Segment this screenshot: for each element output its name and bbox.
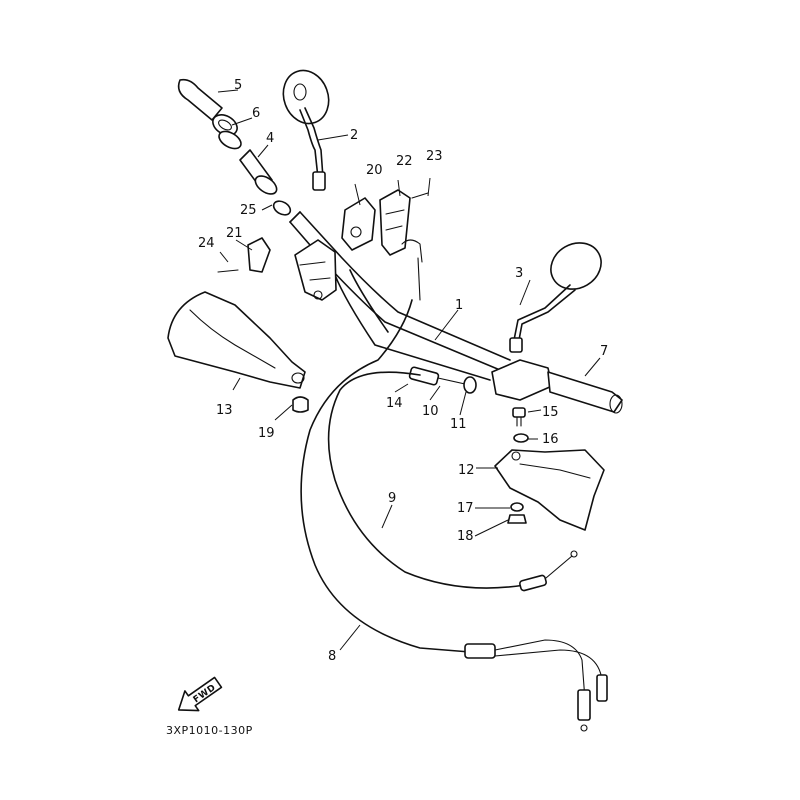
callout-18: 18 [457,529,474,544]
callout-21: 21 [226,226,243,241]
callout-4: 4 [266,131,274,146]
clutch-cable [327,371,578,592]
callout-23: 23 [426,149,443,164]
left-hand-guard [167,291,309,413]
callout-5: 5 [234,78,242,93]
leader-lines [217,89,601,651]
callout-11: 11 [450,417,467,432]
throttle-housing [217,189,429,301]
callout-2: 2 [350,128,358,143]
right-mirror [509,242,602,353]
part-code: 3XP1010-130P [166,724,253,737]
throttle-cable [300,239,608,732]
callout-labels: 5 6 4 2 20 22 23 25 21 24 1 3 7 13 19 14… [198,78,608,664]
callout-1: 1 [455,298,463,313]
callout-9: 9 [388,491,396,506]
callout-15: 15 [542,405,559,420]
callout-20: 20 [366,163,383,178]
callout-19: 19 [258,426,275,441]
cable-adjuster [408,366,477,394]
fwd-arrow-icon: FWD [177,676,223,712]
callout-17: 17 [457,501,474,516]
callout-24: 24 [198,236,215,251]
callout-3: 3 [515,266,523,281]
callout-10: 10 [422,404,439,419]
callout-13: 13 [216,403,233,418]
callout-14: 14 [386,396,403,411]
callout-6: 6 [252,106,260,121]
left-mirror [282,69,330,191]
callout-22: 22 [396,154,413,169]
callout-25: 25 [240,203,257,218]
fasteners [507,407,529,524]
callout-7: 7 [600,344,608,359]
right-hand-guard [494,449,605,531]
callout-8: 8 [328,649,336,664]
throttle-grip-sleeve [239,149,292,216]
left-grip [177,78,242,150]
right-grip [491,359,623,414]
callout-16: 16 [542,432,559,447]
callout-12: 12 [458,463,475,478]
